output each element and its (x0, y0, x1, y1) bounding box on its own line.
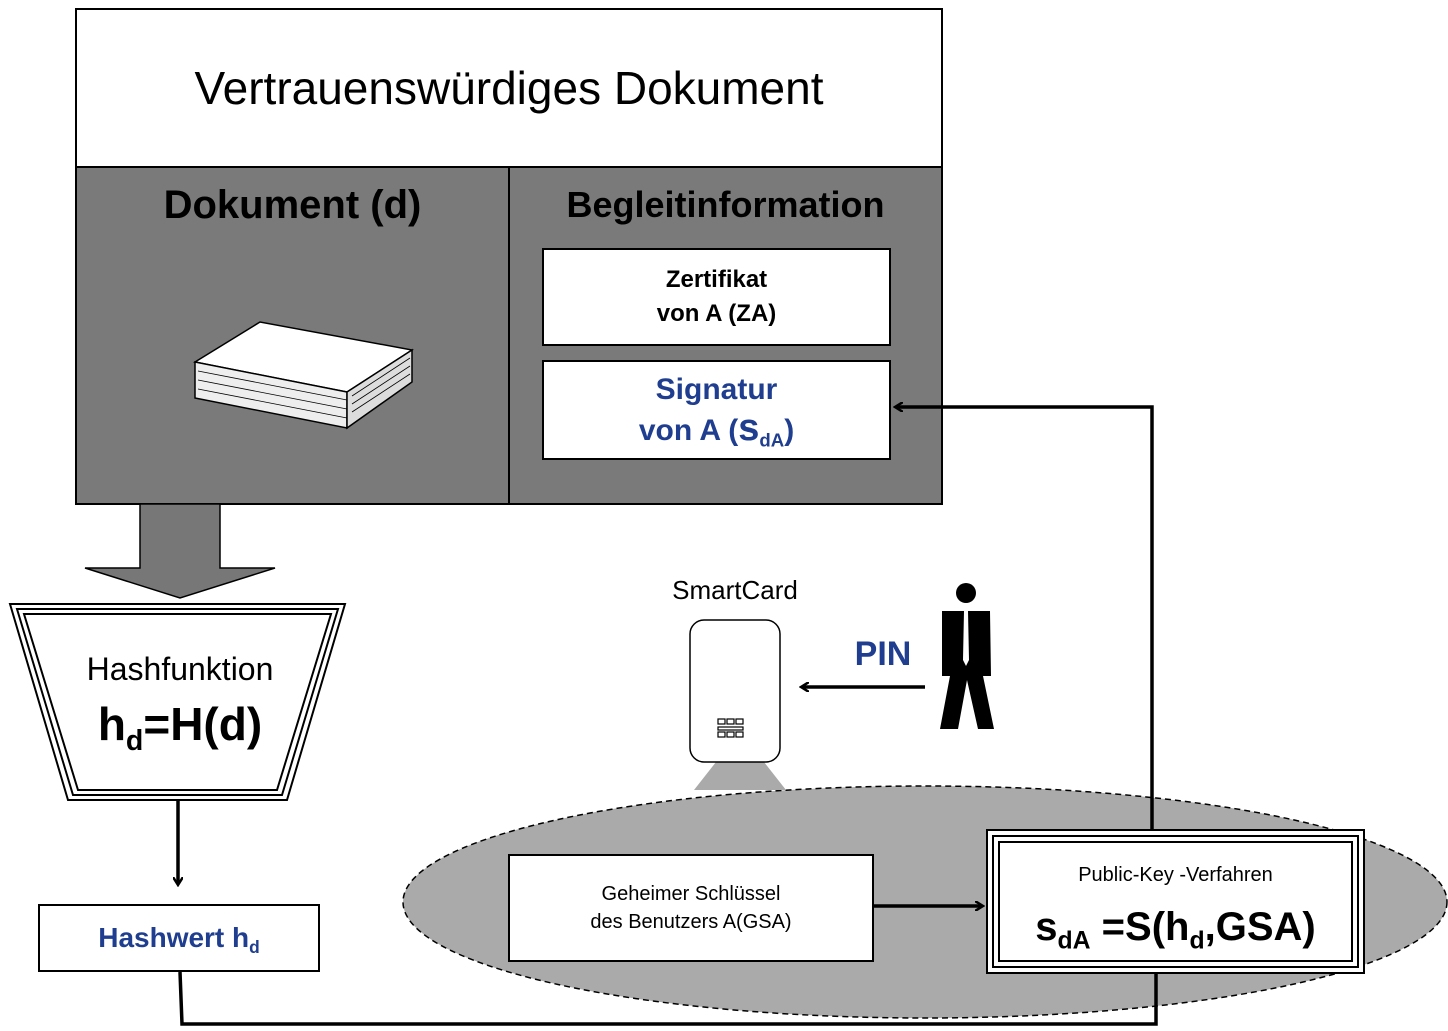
smartcard-label: SmartCard (672, 574, 798, 605)
hash-value-subscript: d (249, 937, 260, 958)
signature-box: Signatur von A (sdA) (542, 360, 891, 460)
certificate-line2: von A (ZA) (656, 300, 777, 327)
public-key-frame (986, 829, 1365, 974)
pk-formula-h-sub: d (1189, 927, 1205, 955)
hash-function-formula: hd=H(d) (60, 693, 300, 755)
person-icon (940, 583, 994, 729)
signature-suffix: ) (784, 413, 795, 447)
signature-prefix: von A ( (638, 413, 739, 447)
pk-formula-s-sub: dA (1057, 927, 1091, 955)
signature-line1: Signatur (655, 372, 778, 406)
info-panel-title: Begleitinformation (566, 184, 885, 225)
hash-formula-rest: =H(d) (143, 698, 263, 750)
secret-key-line2: des Benutzers A(GSA) (590, 911, 792, 933)
signature-return-arrow (896, 407, 1154, 830)
trusted-document-title: Vertrauenswürdiges Dokument (194, 62, 824, 114)
hash-value-label: Hashwert h (98, 922, 250, 953)
pk-formula-end: ,GSA) (1204, 904, 1316, 949)
signature-symbol: s (738, 406, 760, 449)
certificate-line1: Zertifikat (665, 266, 768, 293)
signature-subscript: dA (759, 429, 785, 450)
pin-label: PIN (854, 634, 912, 673)
hash-to-signature-line (178, 971, 1158, 1026)
hash-formula-h: h (97, 698, 126, 750)
hash-function-shape (8, 603, 347, 801)
hash-function-label: Hashfunktion (86, 650, 274, 687)
secret-key-line1: Geheimer Schlüssel (601, 883, 781, 905)
pk-formula-s: s (1035, 904, 1058, 949)
document-panel-title: Dokument (d) (163, 182, 422, 227)
public-key-formula: sdA =S(hd,GSA) (999, 896, 1352, 958)
smartcard-connector (694, 762, 786, 790)
smartcard-icon (689, 619, 781, 763)
signature-line2: von A (sdA) (639, 409, 794, 450)
certificate-box: Zertifikat von A (ZA) (542, 248, 891, 346)
public-key-label: Public-Key -Verfahren (1078, 863, 1273, 886)
hash-formula-sub: d (125, 724, 144, 757)
hash-value-box: Hashwert hd (38, 904, 320, 972)
secret-key-box: Geheimer Schlüssel des Benutzers A(GSA) (508, 854, 874, 962)
pk-formula-mid: =S(h (1090, 904, 1190, 949)
book-icon (192, 321, 414, 430)
big-down-arrow (84, 503, 276, 599)
